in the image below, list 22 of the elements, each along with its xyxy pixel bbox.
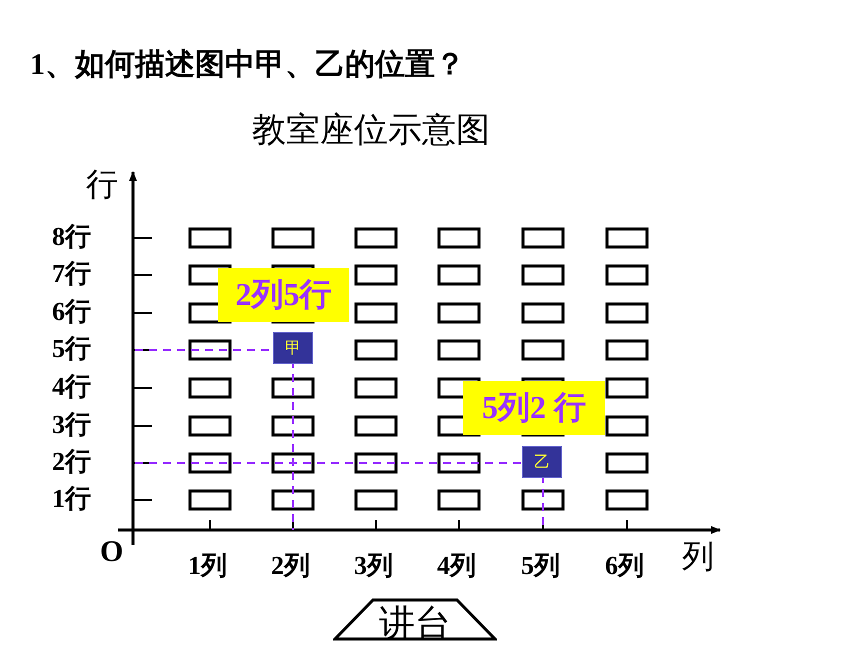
row-label: 7行 bbox=[52, 261, 91, 287]
row-label: 2行 bbox=[52, 449, 91, 475]
row-label: 3行 bbox=[52, 412, 91, 438]
axis-label: 列 bbox=[682, 540, 714, 572]
row-label: 5行 bbox=[52, 336, 91, 362]
podium-label: 讲台 bbox=[379, 604, 451, 640]
question-heading: 1、如何描述图中甲、乙的位置？ bbox=[30, 50, 465, 80]
diagram-subtitle: 教室座位示意图 bbox=[252, 114, 490, 148]
column-label: 2列 bbox=[271, 553, 310, 579]
position-callout: 5列2 行 bbox=[463, 381, 605, 435]
row-label: 1行 bbox=[52, 486, 91, 512]
column-label: 1列 bbox=[188, 553, 227, 579]
column-label: 5列 bbox=[521, 553, 560, 579]
row-label: 8行 bbox=[52, 224, 91, 250]
position-callout: 2列5行 bbox=[218, 268, 349, 322]
column-label: 6列 bbox=[605, 553, 644, 579]
marked-seat: 甲 bbox=[273, 332, 313, 364]
axis-label: 行 bbox=[86, 168, 118, 200]
origin-label: O bbox=[100, 537, 124, 567]
marked-seat: 乙 bbox=[522, 446, 562, 478]
row-label: 4行 bbox=[52, 374, 91, 400]
row-label: 6行 bbox=[52, 299, 91, 325]
